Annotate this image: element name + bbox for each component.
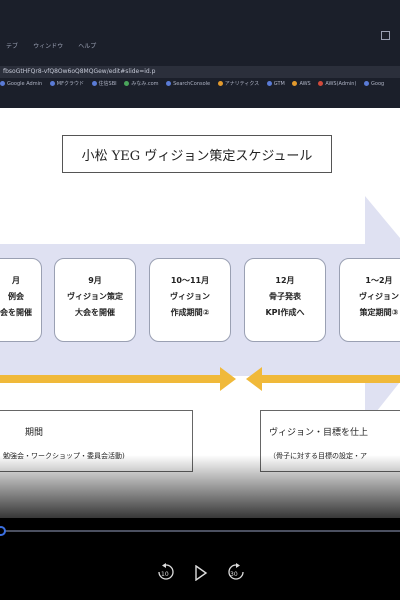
google-admin-icon: [0, 81, 5, 86]
period-box-title: ヴィジョン・目標を仕上: [269, 428, 369, 438]
google-icon: [364, 81, 370, 86]
month-label: 1〜2月: [365, 276, 393, 285]
menu-bar: テブ ウィンドウ ヘルプ: [6, 33, 96, 52]
gtm-icon: [266, 81, 272, 86]
search-console-icon: [166, 81, 172, 86]
month-line: ヴィジョン策定: [67, 292, 123, 301]
bookmark-label: AWS(Admin): [325, 80, 357, 87]
progress-knob[interactable]: [0, 526, 6, 536]
rewind-label: 10: [161, 571, 169, 578]
slide-canvas: 小松 YEG ヴィジョン策定スケジュール 月 例会 会を開催 9月 ヴィジョン策…: [0, 108, 400, 518]
browser-chrome: テブ ウィンドウ ヘルプ fbsoGtHFQr8-vfQ8Ow6oQ8MQGew…: [0, 0, 400, 108]
bookmark-minami[interactable]: みなみ.com: [124, 80, 159, 87]
month-line: 会を開催: [0, 308, 32, 317]
sbi-bank-icon: [91, 81, 97, 86]
month-box: 1〜2月 ヴィジョン 策定期間③: [339, 258, 400, 342]
play-icon[interactable]: [194, 565, 208, 581]
month-line: 策定期間③: [359, 308, 399, 317]
menu-tab[interactable]: テブ: [6, 43, 19, 50]
forward-30-icon[interactable]: [226, 562, 246, 582]
bookmark-label: SearchConsole: [173, 80, 211, 87]
timeline-arrow-right: [246, 367, 400, 391]
month-box: 月 例会 会を開催: [0, 258, 42, 342]
month-line: 例会: [8, 292, 24, 301]
bookmark-label: MFクラウド: [56, 81, 84, 87]
bookmark-google[interactable]: Goog: [364, 81, 384, 87]
month-label: 月: [12, 276, 20, 285]
month-line: 骨子発表: [269, 292, 301, 301]
month-label: 12月: [275, 276, 295, 285]
bookmark-google-admin[interactable]: Google Admin: [0, 81, 42, 87]
analytics-icon: [217, 81, 223, 86]
aws-admin-icon: [318, 81, 324, 86]
month-line: 作成期間②: [170, 308, 210, 317]
menu-help[interactable]: ヘルプ: [78, 43, 97, 50]
period-box-title: 期間: [25, 428, 44, 438]
aws-icon: [292, 81, 298, 86]
month-label: 10〜11月: [170, 276, 210, 285]
bookmark-mf-cloud[interactable]: MFクラウド: [49, 80, 84, 87]
address-bar[interactable]: fbsoGtHFQr8-vfQ8Ow6oQ8MQGew/edit#slide=i…: [0, 66, 400, 78]
bookmark-sbi[interactable]: 住信SBI: [91, 80, 117, 87]
bookmark-label: 住信SBI: [98, 81, 117, 87]
bookmark-label: AWS: [299, 80, 311, 87]
month-line: 大会を開催: [75, 308, 115, 317]
bookmarks-bar: Google Admin MFクラウド 住信SBI みなみ.com Search…: [0, 80, 400, 90]
slide-title: 小松 YEG ヴィジョン策定スケジュール: [62, 135, 332, 173]
bookmark-label: Google Admin: [7, 80, 43, 87]
rewind-10-icon[interactable]: [156, 562, 176, 582]
forward-label: 30: [230, 571, 238, 578]
menu-window[interactable]: ウィンドウ: [33, 43, 64, 50]
month-line: KPI作成へ: [265, 308, 305, 317]
bookmark-analytics[interactable]: アナリティクス: [217, 80, 260, 87]
month-line: ヴィジョン: [170, 292, 210, 301]
bookmark-label: みなみ.com: [131, 81, 159, 87]
grid-icon[interactable]: [381, 31, 390, 40]
bookmark-label: アナリティクス: [224, 81, 260, 87]
bookmark-label: GTM: [273, 80, 285, 87]
month-box: 9月 ヴィジョン策定 大会を開催: [54, 258, 136, 342]
bookmark-label: Goog: [371, 80, 385, 87]
minami-icon: [124, 81, 130, 86]
bookmark-gtm[interactable]: GTM: [266, 80, 285, 87]
bookmark-search-console[interactable]: SearchConsole: [166, 81, 210, 87]
timeline-arrow-left: [0, 367, 236, 391]
month-box: 12月 骨子発表 KPI作成へ: [244, 258, 326, 342]
slide-bottom-fade: [0, 455, 400, 518]
month-line: ヴィジョン: [359, 292, 399, 301]
bookmark-aws-admin[interactable]: AWS(Admin): [318, 81, 356, 87]
mf-cloud-icon: [49, 81, 55, 86]
month-box: 10〜11月 ヴィジョン 作成期間②: [149, 258, 231, 342]
bookmark-aws[interactable]: AWS: [292, 80, 311, 87]
progress-track[interactable]: [0, 530, 400, 532]
month-label: 9月: [88, 276, 102, 285]
